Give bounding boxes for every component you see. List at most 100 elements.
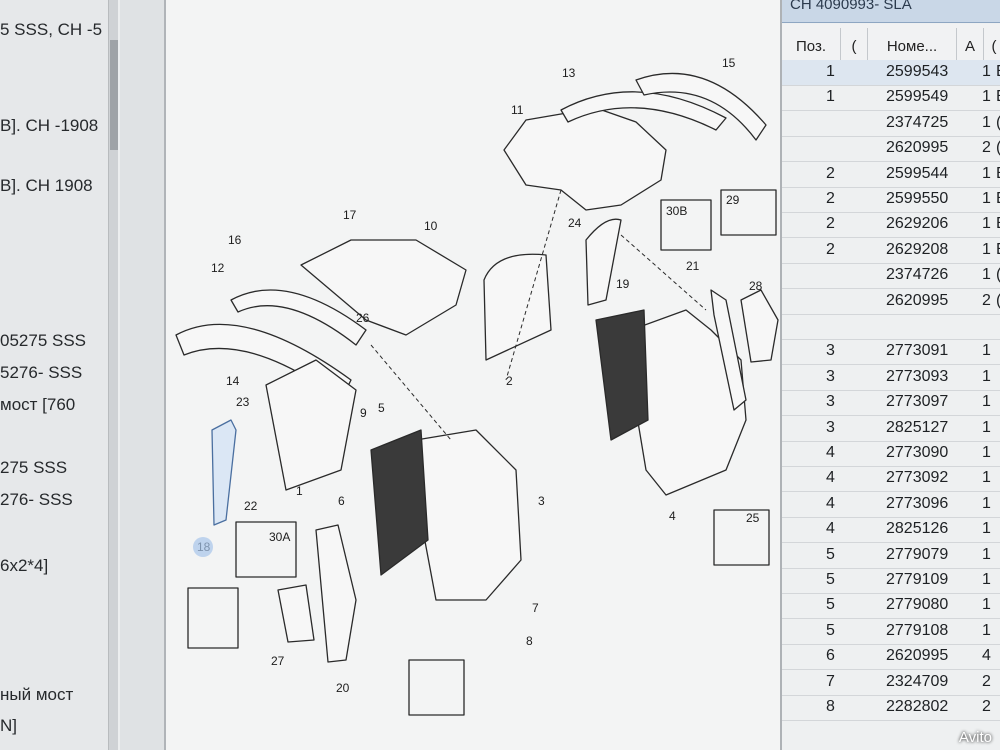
table-cell-number: 2779079 <box>886 545 949 563</box>
left-list-item[interactable]: 276- SSS <box>0 490 73 509</box>
table-cell-a: 1 <box>982 393 991 411</box>
left-scrollbar[interactable] <box>108 0 118 750</box>
left-list-item[interactable]: B]. CH -1908 <box>0 116 99 135</box>
callout-2[interactable]: 2 <box>506 374 513 388</box>
left-list-item[interactable]: 6x2*4] <box>0 556 49 575</box>
part-3-shape <box>415 429 522 601</box>
left-list-item[interactable]: 05275 SSS <box>0 331 87 350</box>
col-header-qty[interactable]: ( <box>841 28 868 64</box>
callout-14[interactable]: 14 <box>226 374 240 388</box>
table-row[interactable]: 225995441E <box>782 162 1000 188</box>
table-row[interactable]: 125995431E <box>782 60 1000 86</box>
callout-30a[interactable]: 30A <box>269 530 290 544</box>
callout-23[interactable]: 23 <box>236 395 250 409</box>
left-list-item[interactable]: B]. CH 1908 <box>0 176 93 195</box>
callout-20[interactable]: 20 <box>336 681 350 695</box>
col-header-pos[interactable]: Поз. <box>782 28 841 64</box>
table-cell-pos: 3 <box>826 393 835 411</box>
table-cell-a: 1 <box>982 596 991 614</box>
left-list-item[interactable]: мост [760 <box>0 395 76 414</box>
callout-27[interactable]: 27 <box>271 654 285 668</box>
callout-10[interactable]: 10 <box>424 219 438 233</box>
callout-30b[interactable]: 30B <box>666 204 687 218</box>
table-cell-number: 2599550 <box>886 190 949 207</box>
table-cell-pos: 5 <box>826 545 835 563</box>
table-cell-pos: 1 <box>826 88 835 106</box>
parts-diagram[interactable]: 1234567891011121314151617181920212223242… <box>166 0 782 750</box>
left-list-item[interactable]: ный мост <box>0 685 74 704</box>
table-cell-extra: E <box>996 190 1000 208</box>
left-list-item[interactable]: N] <box>0 716 17 735</box>
col-header-a[interactable]: A <box>957 28 984 64</box>
callout-8[interactable]: 8 <box>526 634 533 648</box>
table-cell-a: 1 <box>982 240 991 258</box>
table-title: CH 4090993- SLA <box>790 0 912 13</box>
callout-9[interactable]: 9 <box>360 406 367 420</box>
left-scrollbar-thumb[interactable] <box>110 40 118 150</box>
callout-25[interactable]: 25 <box>746 511 760 525</box>
callout-17[interactable]: 17 <box>343 208 357 222</box>
part-18-shape <box>211 419 237 526</box>
table-row[interactable]: 226292081E <box>782 238 1000 264</box>
callout-26[interactable]: 26 <box>356 311 370 325</box>
table-cell-a: 2 <box>982 672 991 690</box>
callout-13[interactable]: 13 <box>562 66 576 80</box>
table-row[interactable]: 225995501E <box>782 187 1000 213</box>
callout-29[interactable]: 29 <box>726 193 740 207</box>
callout-15[interactable]: 15 <box>722 56 736 70</box>
table-cell-a: 1 <box>982 215 991 233</box>
callout-5[interactable]: 5 <box>378 401 385 415</box>
callout-24[interactable]: 24 <box>568 216 582 230</box>
callout-3[interactable]: 3 <box>538 494 545 508</box>
callout-11[interactable]: 11 <box>511 103 524 117</box>
callout-16[interactable]: 16 <box>228 233 242 247</box>
callout-12[interactable]: 12 <box>211 261 225 275</box>
col-header-extra[interactable]: ( <box>984 28 1000 64</box>
callout-18-highlight <box>193 537 213 557</box>
callout-6[interactable]: 6 <box>338 494 345 508</box>
callout-19[interactable]: 19 <box>616 277 630 291</box>
callout-28[interactable]: 28 <box>749 279 763 293</box>
table-cell-a: 1 <box>982 469 991 487</box>
callout-21[interactable]: 21 <box>686 259 700 273</box>
left-list-item[interactable]: 5276- SSS <box>0 363 83 382</box>
part-2-shape <box>483 253 552 361</box>
table-cell-extra: E <box>996 88 1000 106</box>
table-cell-a: 1 <box>982 113 991 131</box>
callout-22[interactable]: 22 <box>244 499 258 513</box>
col-header-number[interactable]: Номе... <box>868 28 957 64</box>
left-list-item[interactable]: 275 SSS <box>0 458 68 477</box>
callout-7[interactable]: 7 <box>532 601 539 615</box>
callout-1[interactable]: 1 <box>296 484 303 498</box>
table-row[interactable]: 125995491E <box>782 85 1000 112</box>
table-row[interactable] <box>782 314 1000 340</box>
callout-4[interactable]: 4 <box>669 509 676 523</box>
box-25-bottom <box>408 659 465 716</box>
table-cell-a: 1 <box>982 367 991 385</box>
part-19-shape <box>585 218 622 306</box>
left-list-item[interactable]: 5 SSS, CH -5 <box>0 20 103 39</box>
table-row[interactable]: 226292061E <box>782 212 1000 239</box>
table-header-row <box>782 24 1000 65</box>
